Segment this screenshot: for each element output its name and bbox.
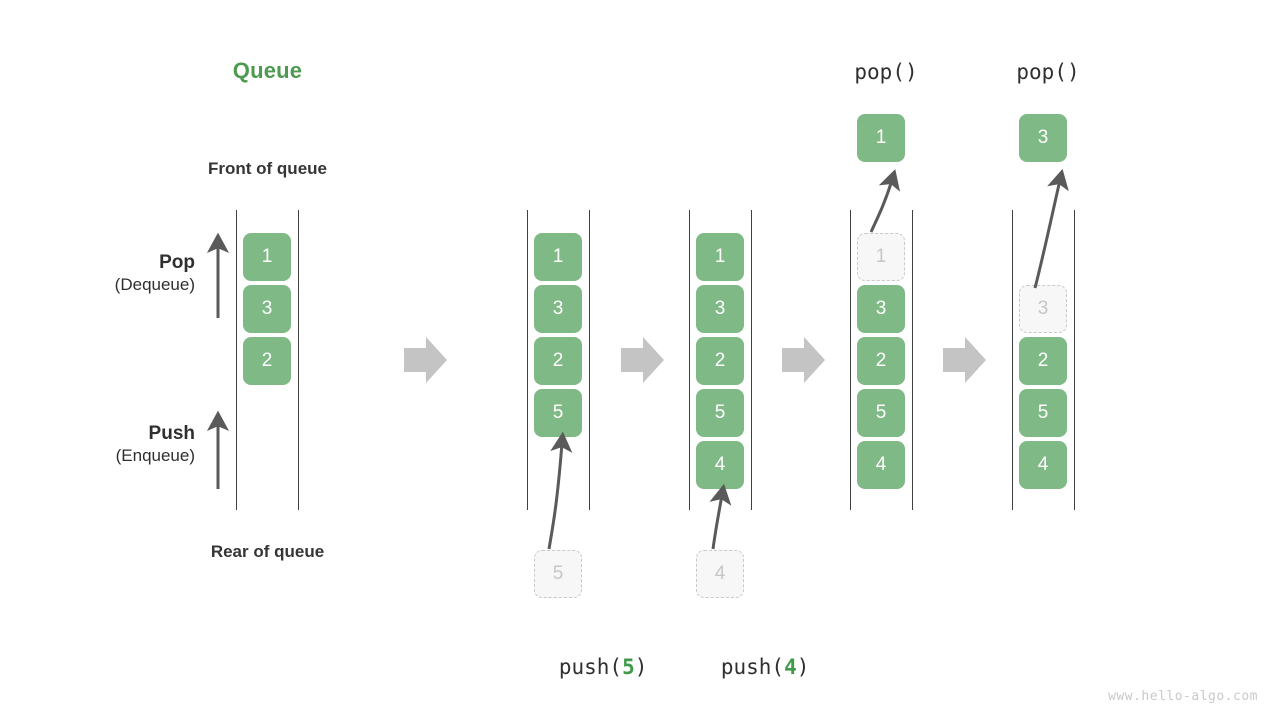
stage-connector-arrow	[782, 337, 825, 383]
queue-cell: 2	[534, 337, 582, 385]
queue-cell: 4	[1019, 441, 1067, 489]
queue-cell: 5	[1019, 389, 1067, 437]
stage-connector-arrow	[943, 337, 986, 383]
pending-push-element: 5	[534, 550, 582, 598]
queue-cell: 3	[857, 285, 905, 333]
stage-caption-push-4: push(4)	[645, 631, 810, 703]
pop-operation-label: Pop (Dequeue)	[30, 252, 195, 295]
queue-rail-right	[1074, 210, 1075, 510]
queue-cell: 5	[696, 389, 744, 437]
stage-connector-arrow	[621, 337, 664, 383]
caption-argument: 4	[784, 655, 797, 679]
pop-label-sub: (Dequeue)	[114, 274, 195, 294]
stage-caption-push-5: push(5)	[483, 631, 648, 703]
rear-of-queue-label: Rear of queue	[210, 542, 325, 561]
queue-cell: 4	[857, 441, 905, 489]
popped-element: 3	[1019, 114, 1067, 162]
page-title: Queue	[232, 58, 303, 83]
queue-rail-left	[850, 210, 851, 510]
queue-rail-left	[236, 210, 237, 510]
push-operation-label: Push (Enqueue)	[30, 423, 195, 466]
pending-push-element: 4	[696, 550, 744, 598]
queue-cell: 5	[857, 389, 905, 437]
queue-cell: 2	[857, 337, 905, 385]
watermark: www.hello-algo.com	[1108, 689, 1258, 704]
queue-rail-left	[689, 210, 690, 510]
queue-cell: 4	[696, 441, 744, 489]
queue-cell: 1	[534, 233, 582, 281]
queue-rail-right	[751, 210, 752, 510]
caption-prefix: push(	[558, 655, 623, 679]
queue-cell: 3	[534, 285, 582, 333]
stage-caption-pop-3: pop()	[1016, 60, 1080, 84]
queue-cell: 3	[243, 285, 291, 333]
queue-cell: 1	[696, 233, 744, 281]
queue-rail-left	[527, 210, 528, 510]
popped-element: 1	[857, 114, 905, 162]
queue-cell: 2	[696, 337, 744, 385]
queue-cell: 5	[534, 389, 582, 437]
front-of-queue-label: Front of queue	[208, 159, 327, 178]
queue-rail-right	[912, 210, 913, 510]
push-label-sub: (Enqueue)	[115, 445, 195, 465]
queue-cell-ghost: 1	[857, 233, 905, 281]
queue-rail-right	[589, 210, 590, 510]
caption-suffix: )	[796, 655, 810, 679]
caption-argument: 5	[622, 655, 635, 679]
queue-cell: 1	[243, 233, 291, 281]
caption-suffix: )	[634, 655, 648, 679]
stage-caption-pop-1: pop()	[854, 60, 918, 84]
queue-cell-ghost: 3	[1019, 285, 1067, 333]
stage-connector-arrow	[404, 337, 447, 383]
queue-cell: 2	[1019, 337, 1067, 385]
queue-cell: 2	[243, 337, 291, 385]
push-label-main: Push	[148, 423, 195, 444]
queue-rail-left	[1012, 210, 1013, 510]
pop-label-main: Pop	[159, 252, 195, 273]
queue-cell: 3	[696, 285, 744, 333]
caption-prefix: push(	[720, 655, 785, 679]
queue-rail-right	[298, 210, 299, 510]
